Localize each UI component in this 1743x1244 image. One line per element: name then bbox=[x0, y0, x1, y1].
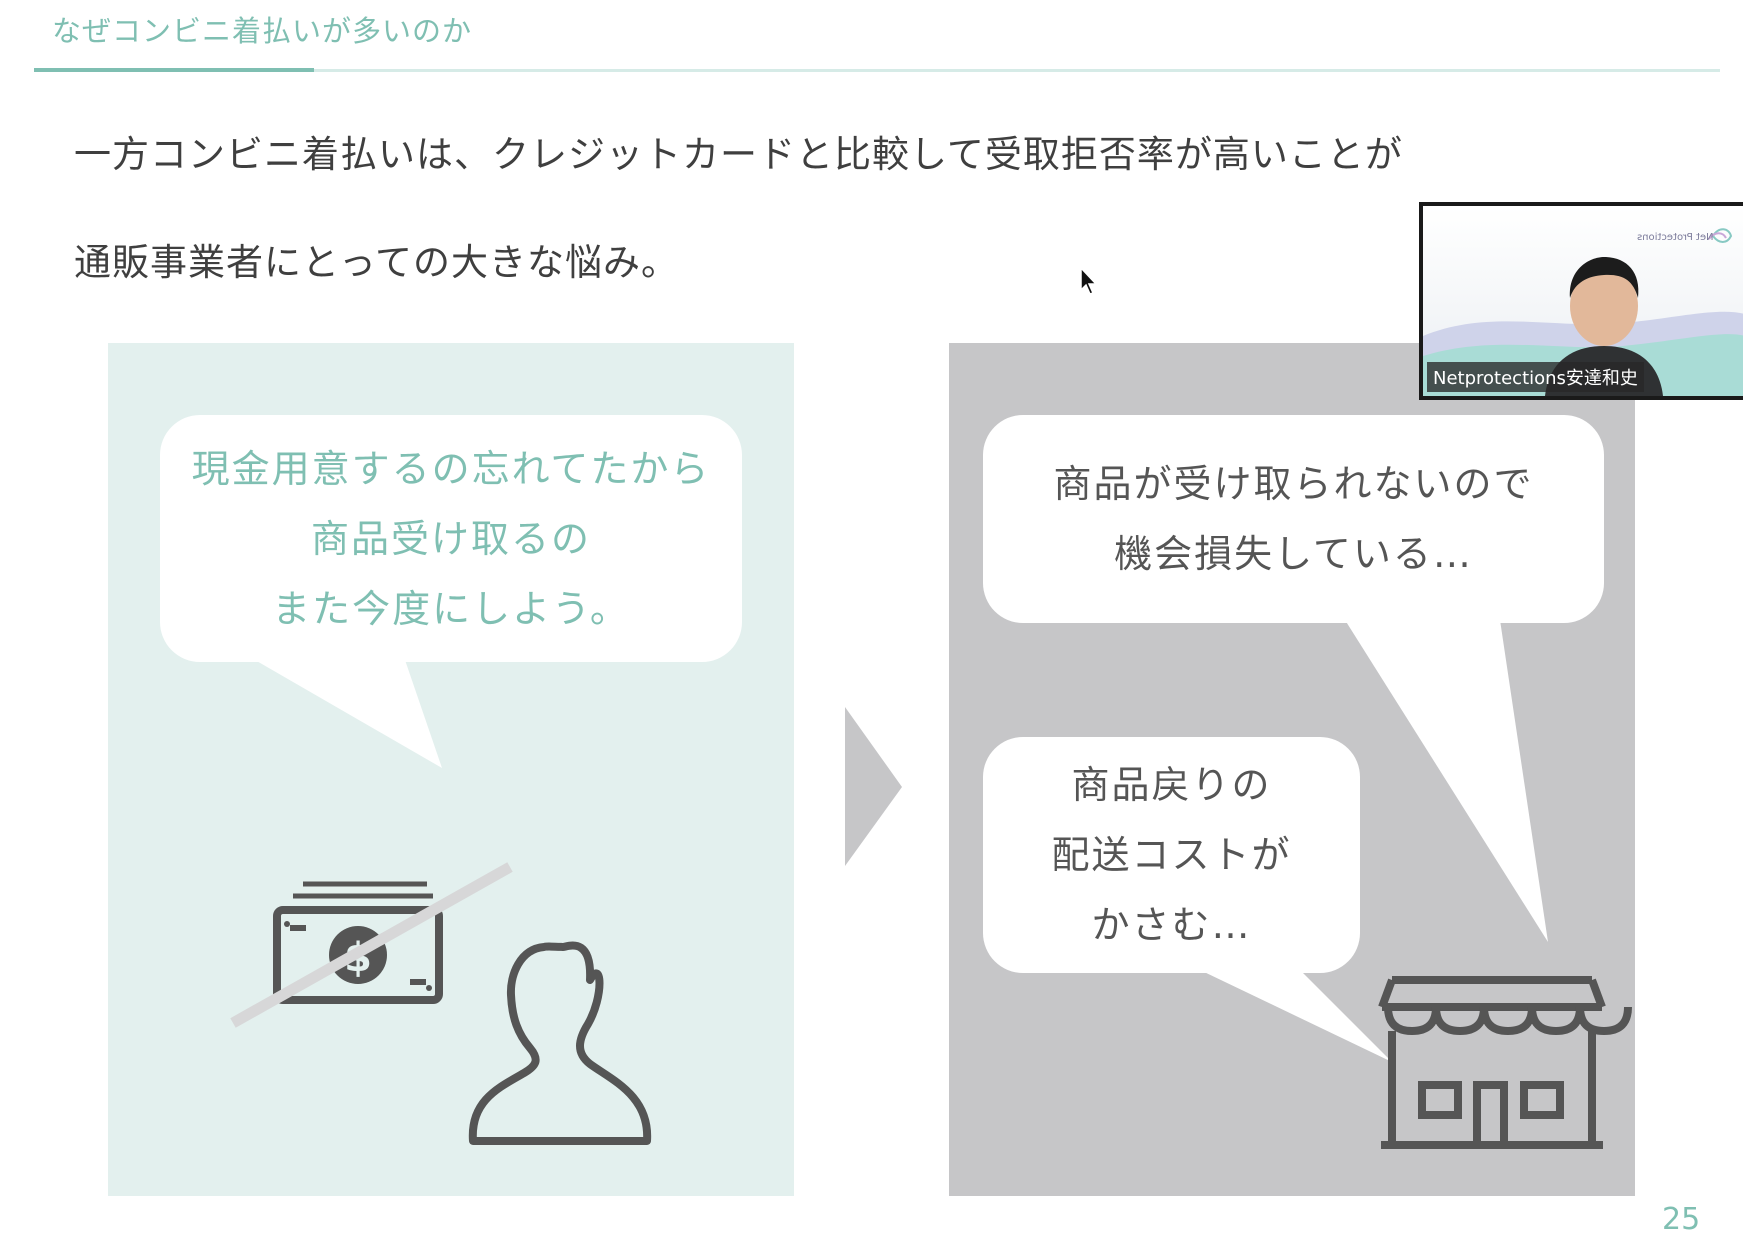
slide-heading-line-2: 通販事業者にとっての大きな悩み。 bbox=[74, 241, 680, 284]
merchant-bubble-line: 商品戻りの bbox=[1071, 763, 1272, 807]
participant-video-feed: Net Protections Netprotections安達和史 bbox=[1423, 206, 1743, 396]
convenience-store-icon bbox=[1378, 976, 1632, 1149]
slide-heading-line-1: 一方コンビニ着払いは、クレジットカードと比較して受取拒否率が高いことが bbox=[74, 133, 1403, 176]
merchant-bubble-line: 機会損失している… bbox=[1114, 532, 1473, 576]
customer-bubble-line: 現金用意するの忘れてたから bbox=[191, 446, 711, 491]
customer-bubble-tail bbox=[255, 660, 442, 768]
participant-name-label: Netprotections安達和史 bbox=[1427, 362, 1644, 392]
participant-video-tile[interactable]: Net Protections Netprotections安達和史 bbox=[1419, 202, 1743, 400]
merchant-bubble-line: 配送コストが bbox=[1051, 833, 1292, 877]
opportunity-loss-speech-bubble: 商品が受け取られないので 機会損失している… bbox=[983, 415, 1604, 623]
loss-bubble-tail bbox=[1345, 620, 1548, 942]
video-brand-text: Net Protections bbox=[1637, 232, 1714, 243]
merchant-bubble-line: 商品が受け取られないので bbox=[1053, 462, 1534, 506]
mouse-pointer-icon bbox=[1080, 266, 1098, 295]
net-protections-logo-icon bbox=[1708, 228, 1733, 243]
cost-bubble-tail bbox=[1200, 970, 1392, 1062]
title-underline-accent bbox=[34, 68, 314, 72]
page-number: 25 bbox=[1662, 1202, 1701, 1237]
crossed-out-cash-icon: $ bbox=[230, 862, 513, 1028]
customer-speech-bubble: 現金用意するの忘れてたから 商品受け取るの また今度にしよう。 bbox=[160, 415, 742, 662]
section-title: なぜコンビニ着払いが多いのか bbox=[52, 14, 473, 48]
title-underline bbox=[34, 69, 1720, 72]
person-silhouette-icon bbox=[468, 941, 652, 1145]
chevron-right-arrow-icon bbox=[845, 707, 902, 866]
shipping-cost-speech-bubble: 商品戻りの 配送コストが かさむ… bbox=[983, 737, 1360, 973]
customer-bubble-line: 商品受け取るの bbox=[310, 516, 591, 561]
customer-bubble-line: また今度にしよう。 bbox=[272, 586, 630, 631]
merchant-bubble-line: かさむ… bbox=[1091, 903, 1252, 947]
